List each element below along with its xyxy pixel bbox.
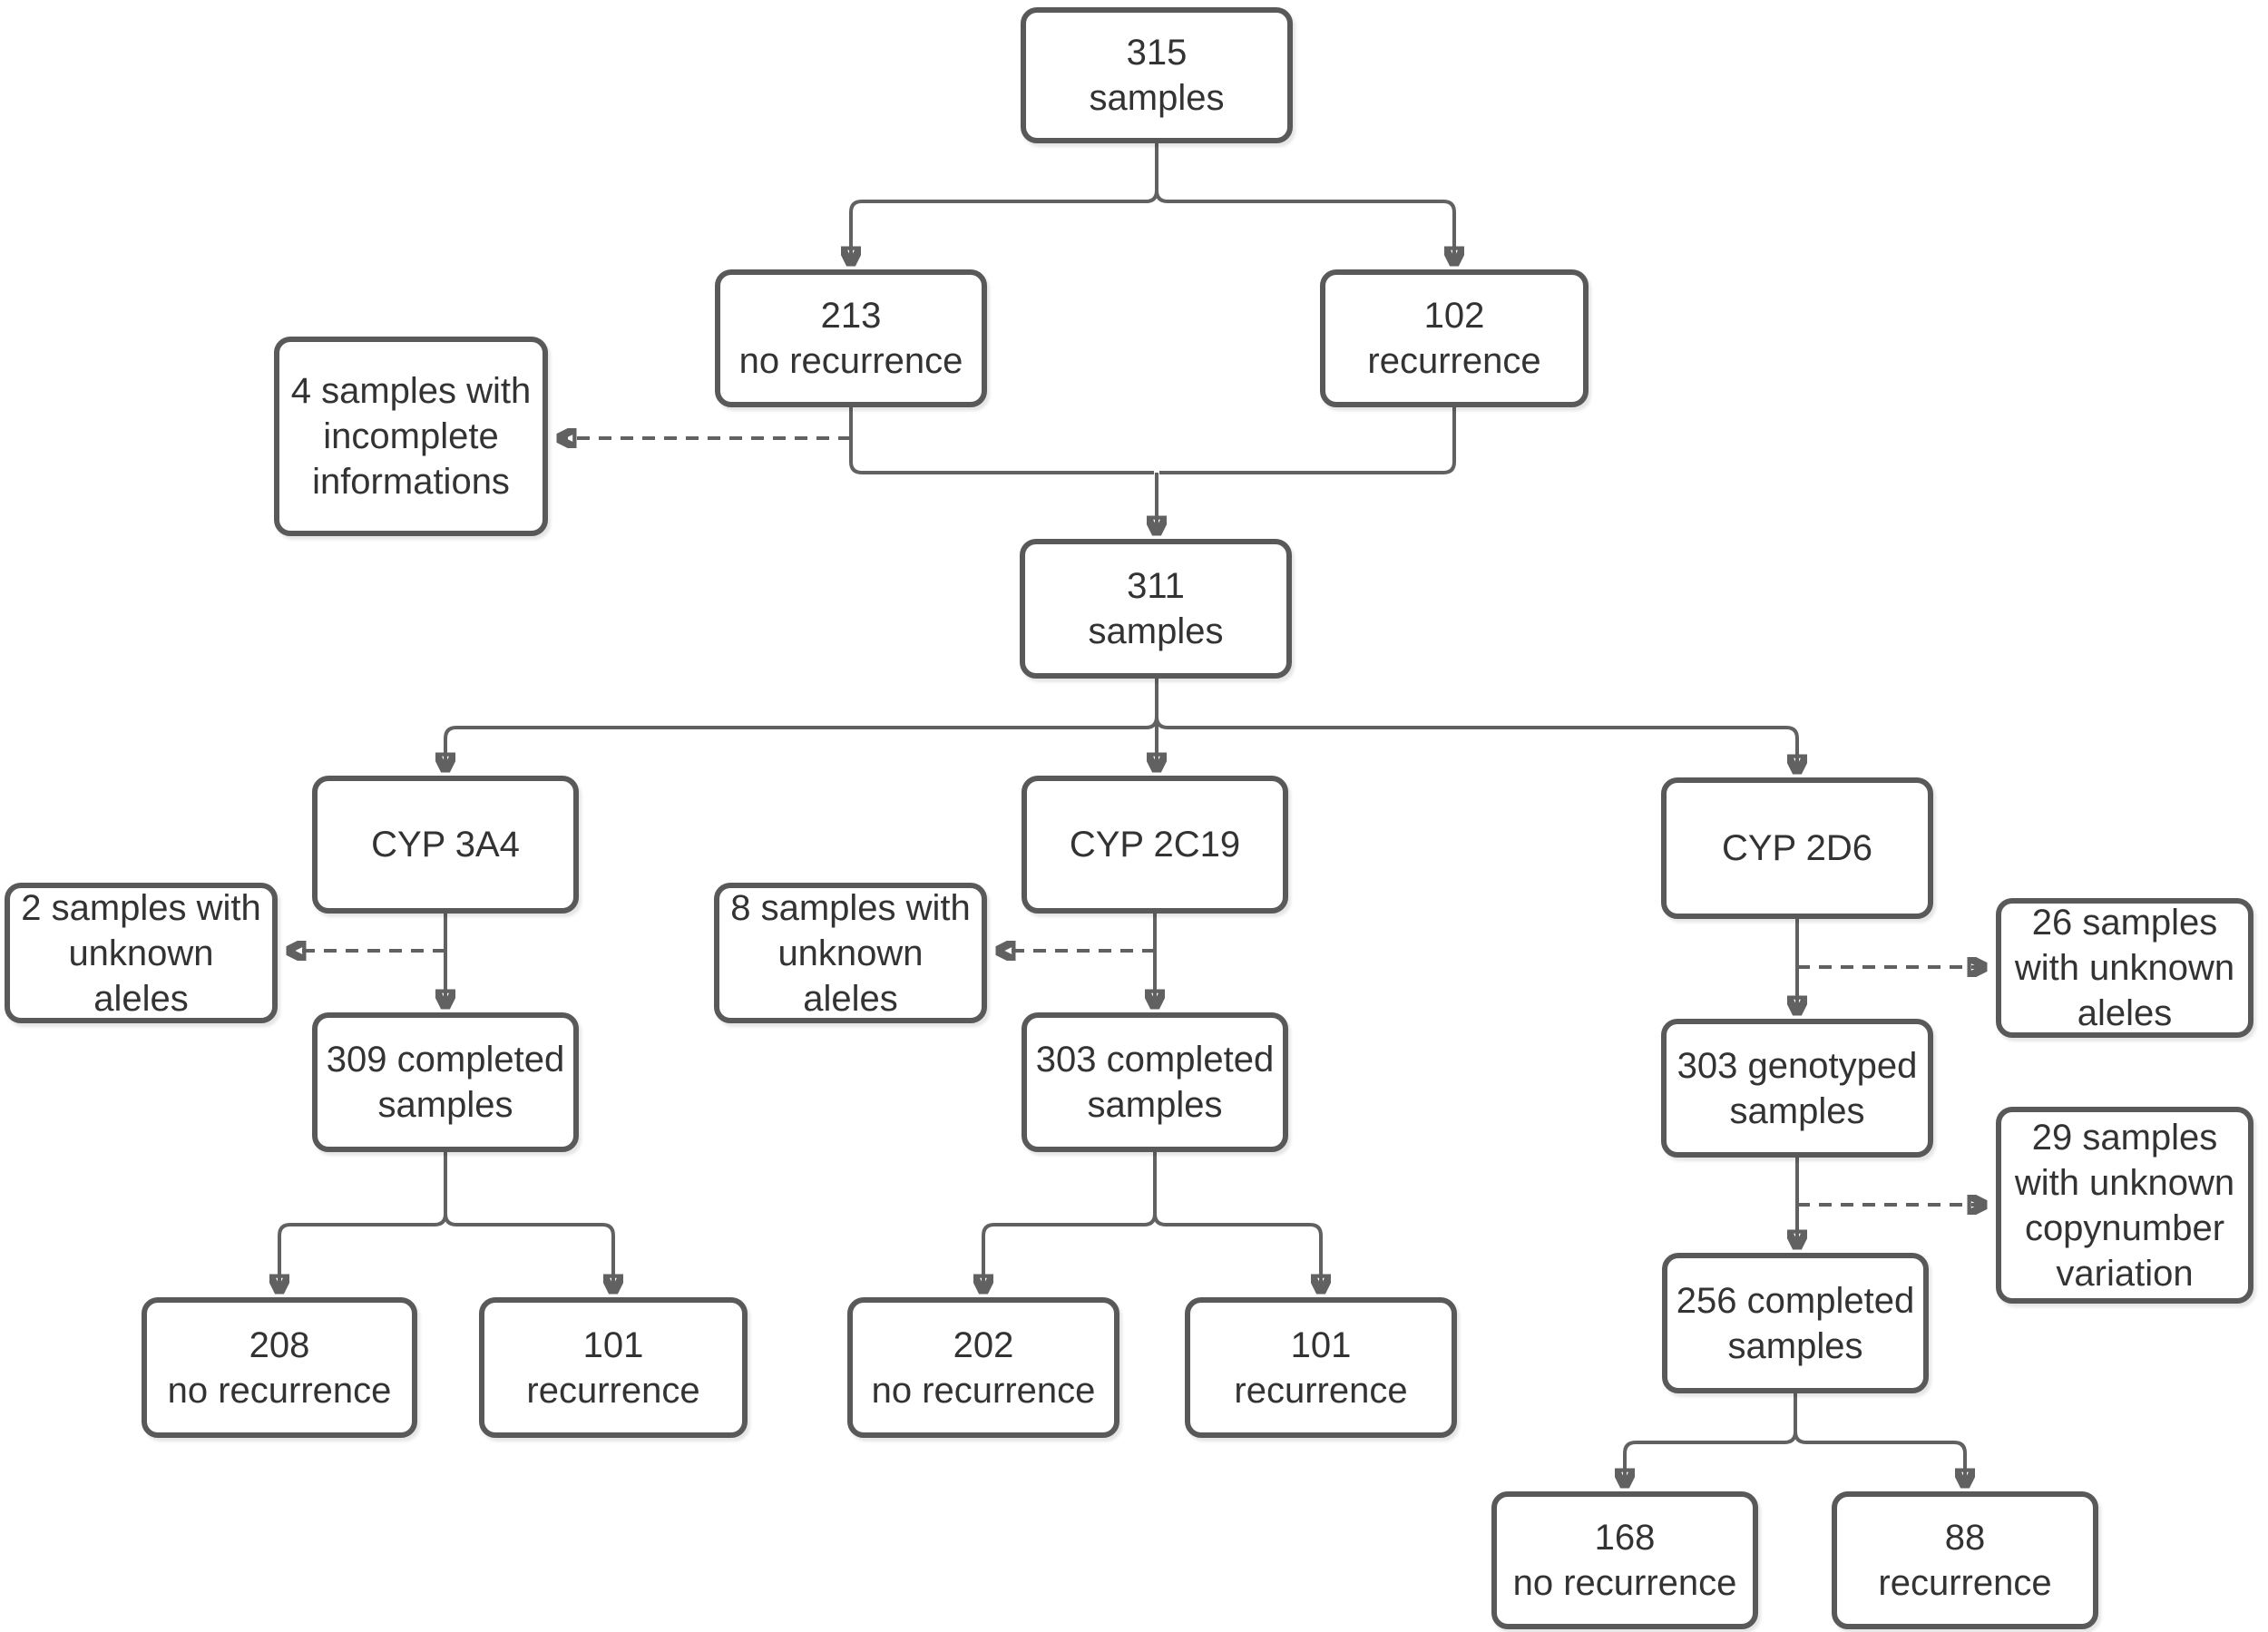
node-label: 303 completed samples bbox=[1035, 1040, 1275, 1125]
node-26-unknown-aleles: 26 samples with unknown aleles bbox=[1996, 898, 2253, 1038]
node-label: 29 samples with unknown copynumber varia… bbox=[2014, 1117, 2235, 1294]
node-311-samples: 311 samples bbox=[1020, 539, 1292, 679]
node-202-no-recurrence: 202 no recurrence bbox=[847, 1297, 1119, 1438]
node-101-recurrence-2c19: 101 recurrence bbox=[1185, 1297, 1457, 1438]
node-label: 102 recurrence bbox=[1367, 296, 1541, 381]
node-label: 4 samples with incomplete informations bbox=[290, 371, 532, 502]
edge-102-merge bbox=[1159, 407, 1456, 474]
edge-256-split-right bbox=[1794, 1393, 1965, 1484]
edge-311-split-left bbox=[445, 679, 1158, 768]
node-label: CYP 2C19 bbox=[1069, 825, 1241, 865]
node-4-incomplete-informations: 4 samples with incomplete informations bbox=[274, 337, 548, 536]
node-label: 168 no recurrence bbox=[1512, 1518, 1737, 1603]
node-label: 202 no recurrence bbox=[871, 1324, 1096, 1411]
node-8-unknown-aleles: 8 samples with unknown aleles bbox=[714, 883, 987, 1023]
node-label: CYP 2D6 bbox=[1721, 828, 1872, 868]
node-88-recurrence: 88 recurrence bbox=[1832, 1491, 2098, 1629]
node-213-no-recurrence: 213 no recurrence bbox=[715, 269, 987, 407]
node-102-recurrence: 102 recurrence bbox=[1320, 269, 1589, 407]
edge-303c-split-left bbox=[983, 1152, 1157, 1290]
node-cyp-2d6: CYP 2D6 bbox=[1661, 777, 1933, 919]
node-256-completed-samples: 256 completed samples bbox=[1662, 1253, 1929, 1393]
node-label: 311 samples bbox=[1088, 566, 1224, 651]
node-315-samples: 315 samples bbox=[1021, 7, 1293, 143]
node-label: 101 recurrence bbox=[526, 1324, 700, 1411]
node-label: 309 completed samples bbox=[326, 1040, 565, 1125]
edge-309-split-right bbox=[444, 1152, 613, 1290]
node-168-no-recurrence: 168 no recurrence bbox=[1491, 1491, 1758, 1629]
node-label: 256 completed samples bbox=[1676, 1280, 1915, 1366]
node-label: 88 recurrence bbox=[1878, 1518, 2052, 1603]
node-label: 303 genotyped samples bbox=[1677, 1045, 1918, 1131]
edge-213-merge bbox=[849, 407, 1154, 474]
node-cyp-2c19: CYP 2C19 bbox=[1022, 776, 1288, 914]
node-309-completed-samples: 309 completed samples bbox=[312, 1012, 579, 1152]
edge-311-split-right bbox=[1155, 679, 1797, 770]
node-label: CYP 3A4 bbox=[371, 825, 520, 865]
node-29-unknown-copynumber: 29 samples with unknown copynumber varia… bbox=[1996, 1107, 2253, 1304]
node-cyp-3a4: CYP 3A4 bbox=[312, 776, 579, 914]
edge-256-split-left bbox=[1625, 1393, 1797, 1484]
node-label: 315 samples bbox=[1089, 33, 1225, 118]
node-label: 26 samples with unknown aleles bbox=[2014, 903, 2235, 1033]
edge-309-split-left bbox=[279, 1152, 447, 1290]
node-303-genotyped-samples: 303 genotyped samples bbox=[1661, 1019, 1933, 1158]
node-303-completed-samples: 303 completed samples bbox=[1022, 1012, 1288, 1152]
node-2-unknown-aleles: 2 samples with unknown aleles bbox=[5, 883, 278, 1023]
node-label: 208 no recurrence bbox=[167, 1324, 392, 1411]
node-label: 2 samples with unknown aleles bbox=[21, 887, 261, 1019]
node-label: 8 samples with unknown aleles bbox=[730, 887, 971, 1019]
edge-315-split-left bbox=[851, 142, 1158, 262]
node-label: 213 no recurrence bbox=[738, 296, 963, 381]
node-101-recurrence-3a4: 101 recurrence bbox=[479, 1297, 748, 1438]
node-label: 101 recurrence bbox=[1234, 1324, 1408, 1411]
edge-303c-split-right bbox=[1153, 1152, 1321, 1290]
node-208-no-recurrence: 208 no recurrence bbox=[142, 1297, 417, 1438]
edge-315-split-right bbox=[1155, 142, 1454, 262]
